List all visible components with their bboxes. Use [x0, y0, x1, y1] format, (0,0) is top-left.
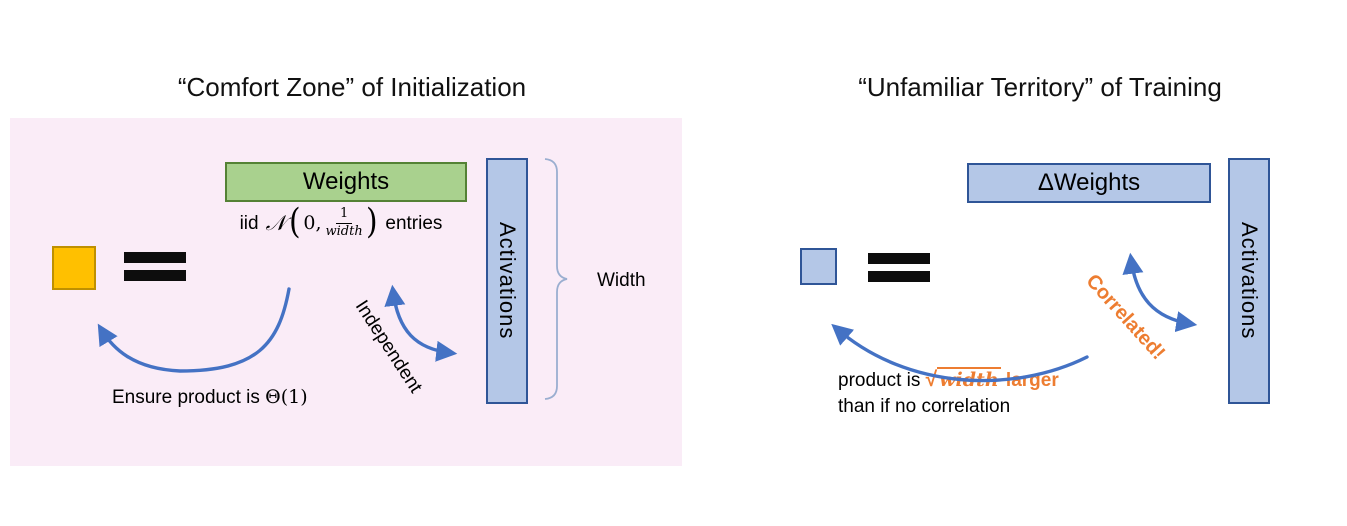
product-size-text: product is √width larger: [838, 367, 1059, 392]
open-paren: (: [288, 202, 301, 242]
ensure-product-text: Ensure product is Θ(1): [112, 386, 308, 409]
activations-box-left: Activations: [486, 158, 528, 404]
radical-icon: √: [925, 368, 938, 391]
weights-box: Weights: [225, 162, 467, 202]
product-square-icon: [52, 246, 96, 290]
correlation-note: than if no correlation: [838, 396, 1011, 417]
close-paren: ): [365, 202, 378, 242]
radicand-width: width: [937, 367, 1001, 391]
delta-weights-box: ΔWeights: [967, 163, 1211, 203]
equals-icon-right: [868, 251, 930, 284]
iid-label: iid: [239, 213, 259, 234]
fraction-denominator: width: [325, 224, 363, 239]
theta-one-math: Θ(1): [265, 386, 308, 408]
width-label: Width: [597, 270, 646, 291]
correlation-double-arrow: [1122, 252, 1198, 333]
correlated-label: Correlated!: [1081, 270, 1170, 365]
activations-box-right: Activations: [1228, 158, 1270, 404]
ensure-product-prefix: Ensure product is: [112, 387, 266, 408]
equals-icon: [124, 250, 186, 283]
left-panel-title: “Comfort Zone” of Initialization: [177, 72, 527, 102]
equals-bar: [124, 270, 186, 281]
product-size-suffix: larger: [1000, 370, 1059, 391]
activations-label-right: Activations: [1237, 222, 1262, 340]
right-panel-title: “Unfamiliar Territory” of Training: [858, 72, 1222, 102]
delta-weights-label: ΔWeights: [1037, 169, 1141, 196]
activations-label-left: Activations: [495, 222, 520, 340]
equals-bar: [868, 271, 930, 282]
weights-entries-note: iid 𝒩 ( 0, 1 width ) entries: [185, 202, 497, 242]
entries-label: entries: [385, 213, 443, 234]
fraction-numerator: 1: [335, 206, 353, 224]
product-size-prefix: product is: [838, 370, 926, 391]
normal-distribution-symbol: 𝒩: [265, 211, 286, 235]
product-square-icon-right: [800, 248, 837, 285]
variance-fraction: 1 width: [325, 206, 363, 240]
mean-argument: 0,: [303, 212, 322, 234]
equals-bar: [868, 253, 930, 264]
equals-bar: [124, 252, 186, 263]
weights-label: Weights: [302, 168, 390, 195]
